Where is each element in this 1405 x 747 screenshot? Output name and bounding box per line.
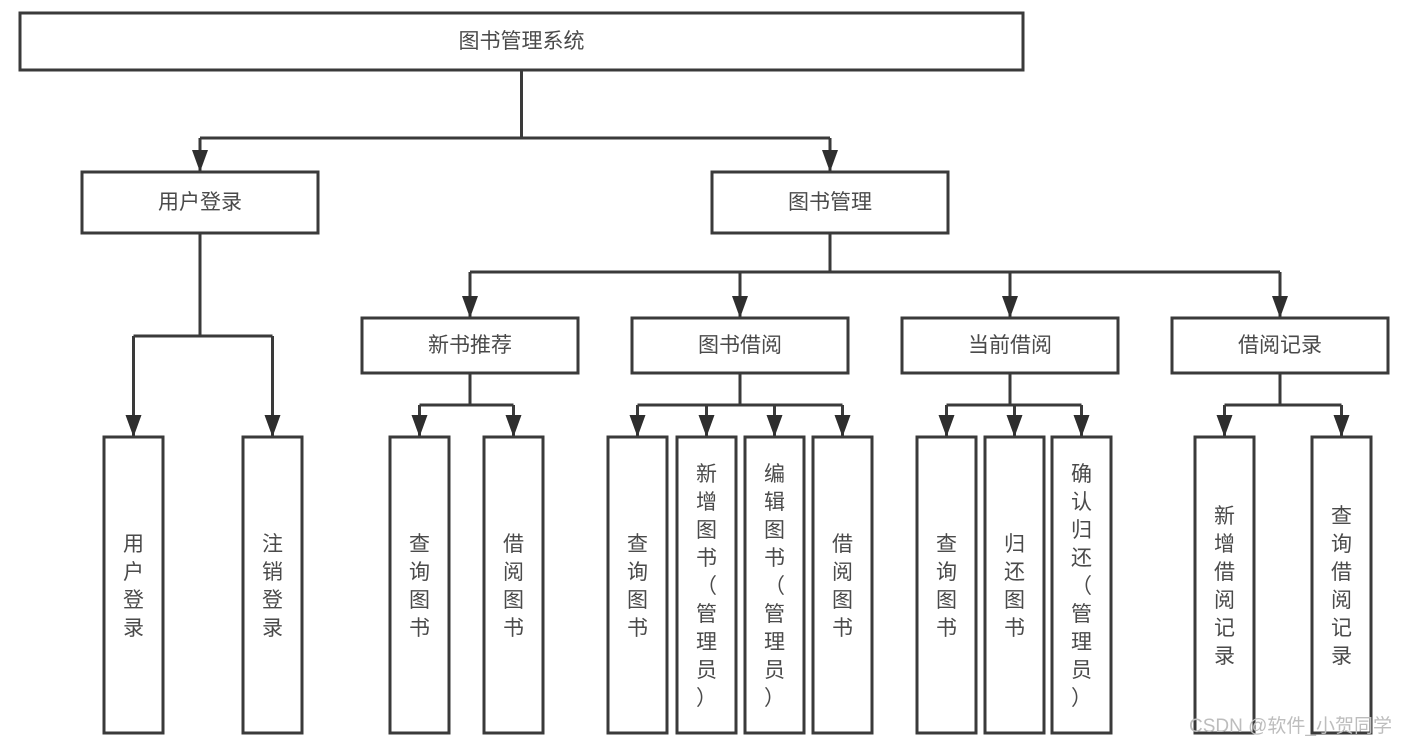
node-new-book-rec[interactable]: 新书推荐 [360,316,580,375]
arrow-head-icon [505,415,522,437]
node-box-leaf-return-book[interactable] [983,435,1046,735]
node-label-new-book-rec: 新书推荐 [428,334,512,357]
node-box-leaf-borrow-book-rec[interactable] [482,435,545,735]
arrow-head-icon [629,415,646,437]
arrow-head-icon [462,296,478,318]
node-box-leaf-add-book[interactable] [675,435,738,735]
arrow-head-icon [698,415,715,437]
arrow-head-icon [766,415,783,437]
node-current-borrow[interactable]: 当前借阅 [900,316,1120,375]
node-leaf-add-record[interactable]: 新增借阅记录 [1193,435,1256,735]
node-box-book-manage[interactable] [710,170,950,235]
node-label-leaf-query-record: 查询借阅记录 [1331,505,1352,668]
node-book-borrow[interactable]: 图书借阅 [630,316,850,375]
node-box-leaf-query-book-borrow[interactable] [606,435,669,735]
arrow-head-icon [264,415,281,437]
node-label-leaf-user-login: 用户登录 [123,533,144,640]
arrow-head-icon [1006,415,1023,437]
node-book-manage[interactable]: 图书管理 [710,170,950,235]
node-leaf-user-login[interactable]: 用户登录 [102,435,165,735]
arrow-head-icon [1272,296,1288,318]
node-label-leaf-logout: 注销登录 [262,533,283,640]
node-box-leaf-user-login[interactable] [102,435,165,735]
node-root[interactable]: 图书管理系统 [18,11,1025,72]
node-box-leaf-logout[interactable] [241,435,304,735]
arrow-head-icon [732,296,748,318]
arrow-head-icon [1073,415,1090,437]
node-label-leaf-return-book: 归还图书 [1004,533,1025,640]
node-leaf-add-book[interactable]: 新增图书（管理员） [675,435,738,735]
node-borrow-record[interactable]: 借阅记录 [1170,316,1390,375]
node-leaf-query-book-borrow[interactable]: 查询图书 [606,435,669,735]
node-label-leaf-edit-book: 编辑图书（管理员） [764,463,785,710]
node-box-root[interactable] [18,11,1025,72]
node-label-current-borrow: 当前借阅 [968,334,1052,357]
arrow-head-icon [411,415,428,437]
node-box-user-login[interactable] [80,170,320,235]
node-leaf-borrow-book-rec[interactable]: 借阅图书 [482,435,545,735]
node-label-leaf-confirm-return: 确认归还（管理员） [1071,463,1092,710]
arrow-head-icon [1002,296,1018,318]
node-leaf-confirm-return[interactable]: 确认归还（管理员） [1050,435,1113,735]
node-box-borrow-record[interactable] [1170,316,1390,375]
arrow-head-icon [938,415,955,437]
node-leaf-return-book[interactable]: 归还图书 [983,435,1046,735]
node-label-leaf-query-book-rec: 查询图书 [409,533,430,640]
node-label-book-manage: 图书管理 [788,191,872,214]
node-label-leaf-borrow-book-rec: 借阅图书 [503,533,524,640]
arrow-head-icon [1333,415,1350,437]
node-box-leaf-add-record[interactable] [1193,435,1256,735]
node-box-current-borrow[interactable] [900,316,1120,375]
node-label-book-borrow: 图书借阅 [698,334,782,357]
node-box-leaf-confirm-return[interactable] [1050,435,1113,735]
node-label-root: 图书管理系统 [459,30,585,53]
node-leaf-logout[interactable]: 注销登录 [241,435,304,735]
arrow-head-icon [822,150,838,172]
arrow-head-icon [192,150,208,172]
node-box-leaf-query-record[interactable] [1310,435,1373,735]
node-label-leaf-add-record: 新增借阅记录 [1214,505,1235,668]
node-box-leaf-borrow-book[interactable] [811,435,874,735]
arrow-head-icon [834,415,851,437]
node-label-leaf-query-book-current: 查询图书 [936,533,957,640]
arrow-head-icon [1216,415,1233,437]
node-user-login[interactable]: 用户登录 [80,170,320,235]
node-label-borrow-record: 借阅记录 [1238,334,1322,357]
node-label-user-login: 用户登录 [158,191,242,214]
watermark-label: CSDN @软件_小贺同学 [1189,715,1392,737]
node-box-leaf-query-book-current[interactable] [915,435,978,735]
arrow-head-icon [125,415,142,437]
node-leaf-query-book-current[interactable]: 查询图书 [915,435,978,735]
node-box-new-book-rec[interactable] [360,316,580,375]
node-leaf-edit-book[interactable]: 编辑图书（管理员） [743,435,806,735]
node-leaf-borrow-book[interactable]: 借阅图书 [811,435,874,735]
node-layer: 图书管理系统用户登录图书管理新书推荐图书借阅当前借阅借阅记录用户登录注销登录查询… [18,11,1390,735]
node-box-leaf-query-book-rec[interactable] [388,435,451,735]
node-box-leaf-edit-book[interactable] [743,435,806,735]
node-leaf-query-book-rec[interactable]: 查询图书 [388,435,451,735]
connector-layer [125,70,1350,437]
node-leaf-query-record[interactable]: 查询借阅记录 [1310,435,1373,735]
node-label-leaf-add-book: 新增图书（管理员） [696,463,717,710]
node-label-leaf-borrow-book: 借阅图书 [832,533,853,640]
node-box-book-borrow[interactable] [630,316,850,375]
node-label-leaf-query-book-borrow: 查询图书 [627,533,648,640]
